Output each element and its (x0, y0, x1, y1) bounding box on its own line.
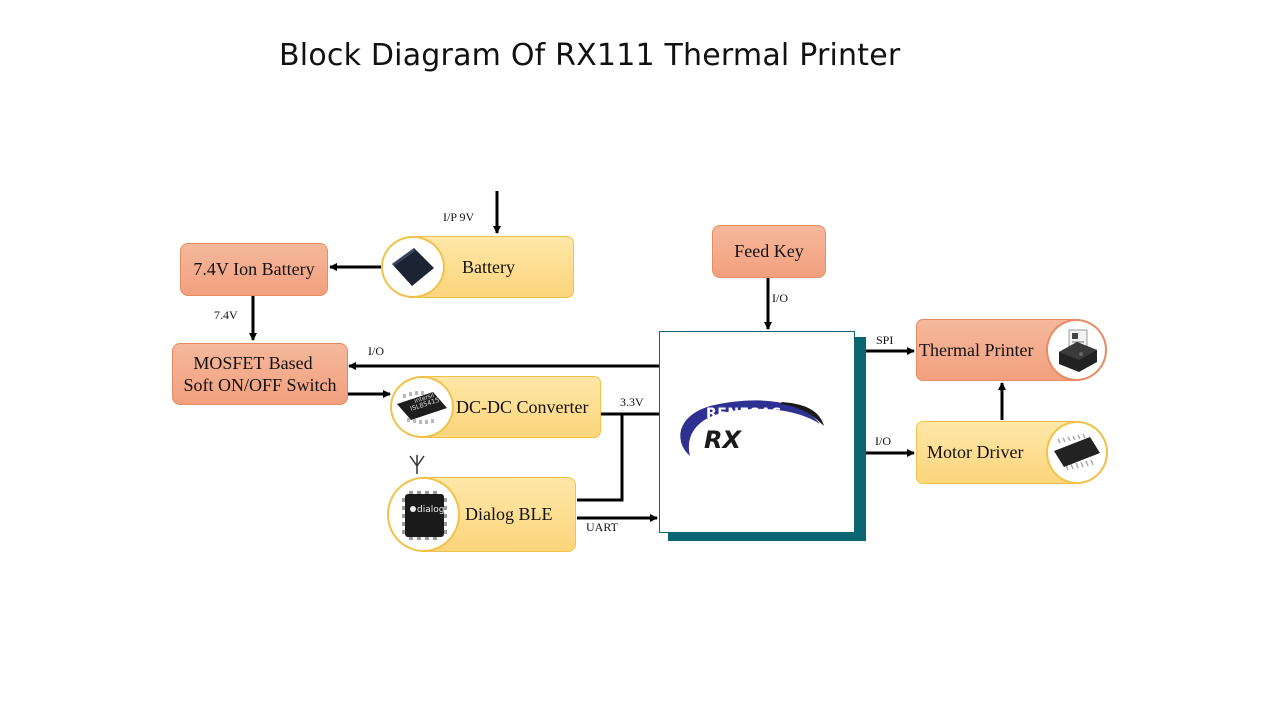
ion-battery-label: 7.4V Ion Battery (193, 259, 315, 279)
spi-label: SPI (876, 333, 894, 347)
dcdc-chip-image: intersil ISL85415 (390, 376, 454, 438)
feed-key-block: Feed Key (712, 225, 826, 278)
battery-chip-icon (392, 248, 434, 286)
motor-driver-chip-icon (1054, 433, 1100, 470)
svg-text:RX: RX (704, 426, 742, 454)
power-to-ble-line (577, 414, 624, 502)
svg-text:dialog: dialog (417, 505, 444, 515)
mosfet-switch-block: MOSFET Based Soft ON/OFF Switch (172, 343, 348, 405)
motor-driver-chip-image (1046, 421, 1108, 484)
input-voltage-label: I/P 9V (443, 210, 475, 224)
dcdc-label: DC-DC Converter (456, 396, 589, 417)
uart-label: UART (586, 520, 618, 534)
svg-text:RENESAS: RENESAS (706, 406, 782, 422)
mosfet-label-line1: MOSFET Based (193, 353, 313, 373)
motor-driver-label: Motor Driver (927, 442, 1024, 462)
motor-io-label: I/O (875, 434, 891, 448)
dcdc-voltage-label: 3.3V (620, 395, 644, 409)
mosfet-label-line2: Soft ON/OFF Switch (183, 375, 337, 395)
feed-key-label: Feed Key (734, 241, 804, 261)
ble-chip-icon: dialog (401, 490, 447, 540)
dialog-ble-label: Dialog BLE (465, 504, 553, 524)
ion-battery-block: 7.4V Ion Battery (180, 243, 328, 296)
ble-chip-image: dialog (387, 477, 460, 552)
printer-icon (1058, 329, 1097, 372)
thermal-printer-image (1046, 319, 1107, 381)
battery-chip-image (381, 236, 445, 298)
battery-label: Battery (462, 256, 515, 277)
renesas-rx-logo: RENESAS RX (680, 400, 824, 456)
dcdc-chip-icon: intersil ISL85415 (397, 391, 447, 424)
mcu-mosfet-io-label: I/O (368, 344, 384, 358)
thermal-printer-label: Thermal Printer (919, 339, 1034, 360)
diagram-title: Block Diagram Of RX111 Thermal Printer (279, 38, 901, 73)
renesas-rx-mcu: RENESAS RX (659, 331, 855, 533)
antenna-icon (409, 455, 425, 474)
ion-voltage-label: 7.4V (214, 308, 238, 322)
feed-key-io-label: I/O (772, 291, 788, 305)
